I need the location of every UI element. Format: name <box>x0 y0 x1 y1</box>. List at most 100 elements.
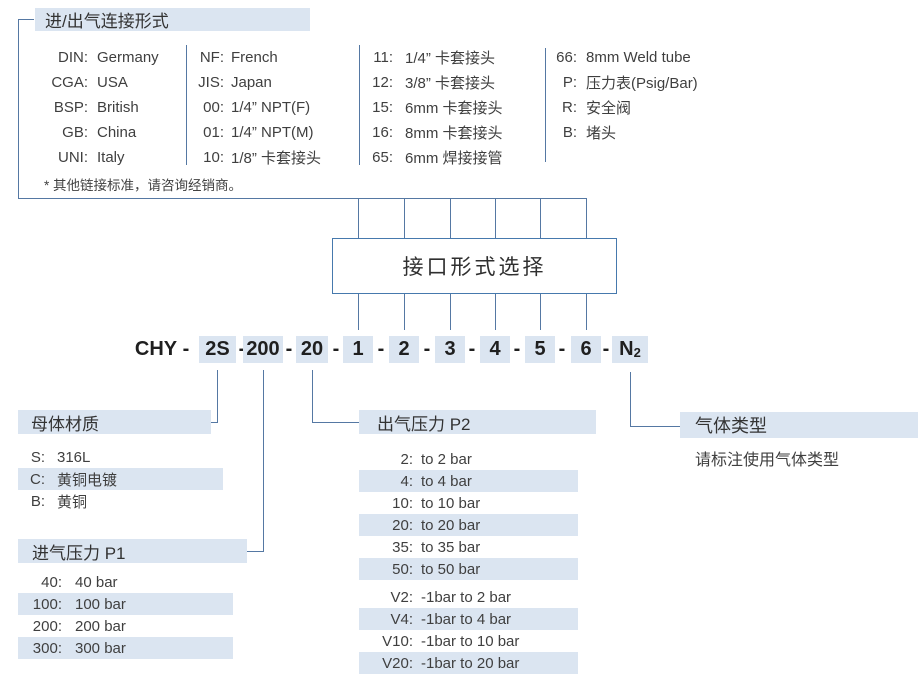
option-row: 66:8mm Weld tube <box>548 45 698 70</box>
option-key: B: <box>30 492 45 510</box>
option-key: 35: <box>392 538 413 556</box>
option-row: 10:to 10 bar <box>359 492 578 514</box>
option-row: 35: to 35 bar <box>359 536 578 558</box>
option-row: 01:1/4” NPT(M) <box>196 120 321 145</box>
option-row: 100: 100 bar <box>18 593 233 615</box>
connector-line <box>586 198 587 238</box>
option-value: 8mm 卡套接头 <box>405 125 503 142</box>
option-key: 12: <box>372 74 393 91</box>
option-row: BSP:British <box>30 95 159 120</box>
connector-line <box>450 293 451 330</box>
option-key: 15: <box>372 99 393 116</box>
connector-bracket <box>18 20 587 199</box>
code-token: - <box>468 338 476 360</box>
option-row: 4:to 4 bar <box>359 470 578 492</box>
option-key: DIN: <box>58 49 88 66</box>
option-value: Italy <box>97 149 125 166</box>
connector-line <box>404 293 405 330</box>
option-row: R:安全阀 <box>548 95 698 120</box>
option-value: 100 bar <box>75 595 126 613</box>
code-token: 4 <box>480 336 510 363</box>
option-row: JIS:Japan <box>196 70 321 95</box>
option-value: to 50 bar <box>421 560 481 578</box>
connector-line <box>540 293 541 330</box>
code-token: N2 <box>612 336 648 363</box>
option-value: 200 bar <box>75 617 126 635</box>
option-row: 16: 8mm 卡套接头 <box>368 120 503 145</box>
option-row: S:316L <box>18 446 223 468</box>
option-key: 50: <box>392 560 413 578</box>
option-key: B: <box>562 124 577 141</box>
option-row: 2: to 2 bar <box>359 448 578 470</box>
code-token: - <box>377 338 385 360</box>
option-value: -1bar to 4 bar <box>421 610 512 628</box>
option-key: UNI: <box>58 149 88 166</box>
option-value: -1bar to 10 bar <box>421 632 520 650</box>
option-row: V4: -1bar to 4 bar <box>359 608 578 630</box>
option-row: B:黄铜 <box>18 490 223 512</box>
column-divider <box>186 45 187 165</box>
gas-type-note: 请标注使用气体类型 <box>695 452 840 469</box>
option-value: 40 bar <box>75 573 118 591</box>
option-key: CGA: <box>51 74 88 91</box>
connector-elbow-inlet <box>236 370 264 552</box>
option-key: 65: <box>372 149 393 166</box>
option-row: 40: 40 bar <box>18 571 233 593</box>
code-token: - <box>238 338 246 360</box>
option-row: 00:1/4” NPT(F) <box>196 95 321 120</box>
connector-line <box>358 293 359 330</box>
connector-elbow-outlet <box>312 370 359 423</box>
option-key: C: <box>30 470 45 488</box>
option-key: 200: <box>32 617 62 635</box>
option-key: GB: <box>62 124 88 141</box>
option-value: French <box>231 49 278 66</box>
option-key: P: <box>562 74 577 91</box>
option-value: to 20 bar <box>421 516 481 534</box>
option-row: 20:to 20 bar <box>359 514 578 536</box>
material-section-title: 母体材质 <box>18 410 211 434</box>
option-row: 11:1/4” 卡套接头 <box>368 45 503 70</box>
option-value: 安全阀 <box>586 100 632 117</box>
footnote: * 其他链接标准，请咨询经销商。 <box>44 178 243 193</box>
code-token: - <box>285 338 293 360</box>
code-token: 6 <box>571 336 601 363</box>
option-key: 100: <box>32 595 62 613</box>
option-key: 16: <box>372 124 393 141</box>
connector-line <box>495 198 496 238</box>
option-key: V10: <box>382 632 413 650</box>
code-token: - <box>513 338 521 360</box>
code-token: 2S <box>199 336 236 363</box>
option-row: V20:-1bar to 20 bar <box>359 652 578 674</box>
option-value: to 10 bar <box>421 494 481 512</box>
option-value: Japan <box>231 74 272 91</box>
option-key: V4: <box>390 610 413 628</box>
code-token: 5 <box>525 336 555 363</box>
option-value: USA <box>97 74 128 91</box>
option-key: V2: <box>390 588 413 606</box>
code-token: 2 <box>389 336 419 363</box>
option-key: 40: <box>41 573 62 591</box>
option-value: 压力表(Psig/Bar) <box>586 75 698 92</box>
option-value: 300 bar <box>75 639 126 657</box>
connector-line <box>540 198 541 238</box>
code-token: - <box>332 338 340 360</box>
option-key: S: <box>30 448 45 466</box>
column-divider <box>545 48 546 162</box>
option-value: China <box>97 124 137 141</box>
option-value: to 35 bar <box>421 538 481 556</box>
code-token: 200 <box>243 336 283 363</box>
option-value: to 2 bar <box>421 450 472 468</box>
option-row: 15:6mm 卡套接头 <box>368 95 502 120</box>
code-token: - <box>423 338 431 360</box>
option-key: V20: <box>382 654 413 672</box>
option-value: to 4 bar <box>421 472 472 490</box>
option-value: 1/4” NPT(M) <box>231 124 314 141</box>
option-key: 2: <box>400 450 413 468</box>
connector-line <box>404 198 405 238</box>
code-token: 1 <box>343 336 373 363</box>
